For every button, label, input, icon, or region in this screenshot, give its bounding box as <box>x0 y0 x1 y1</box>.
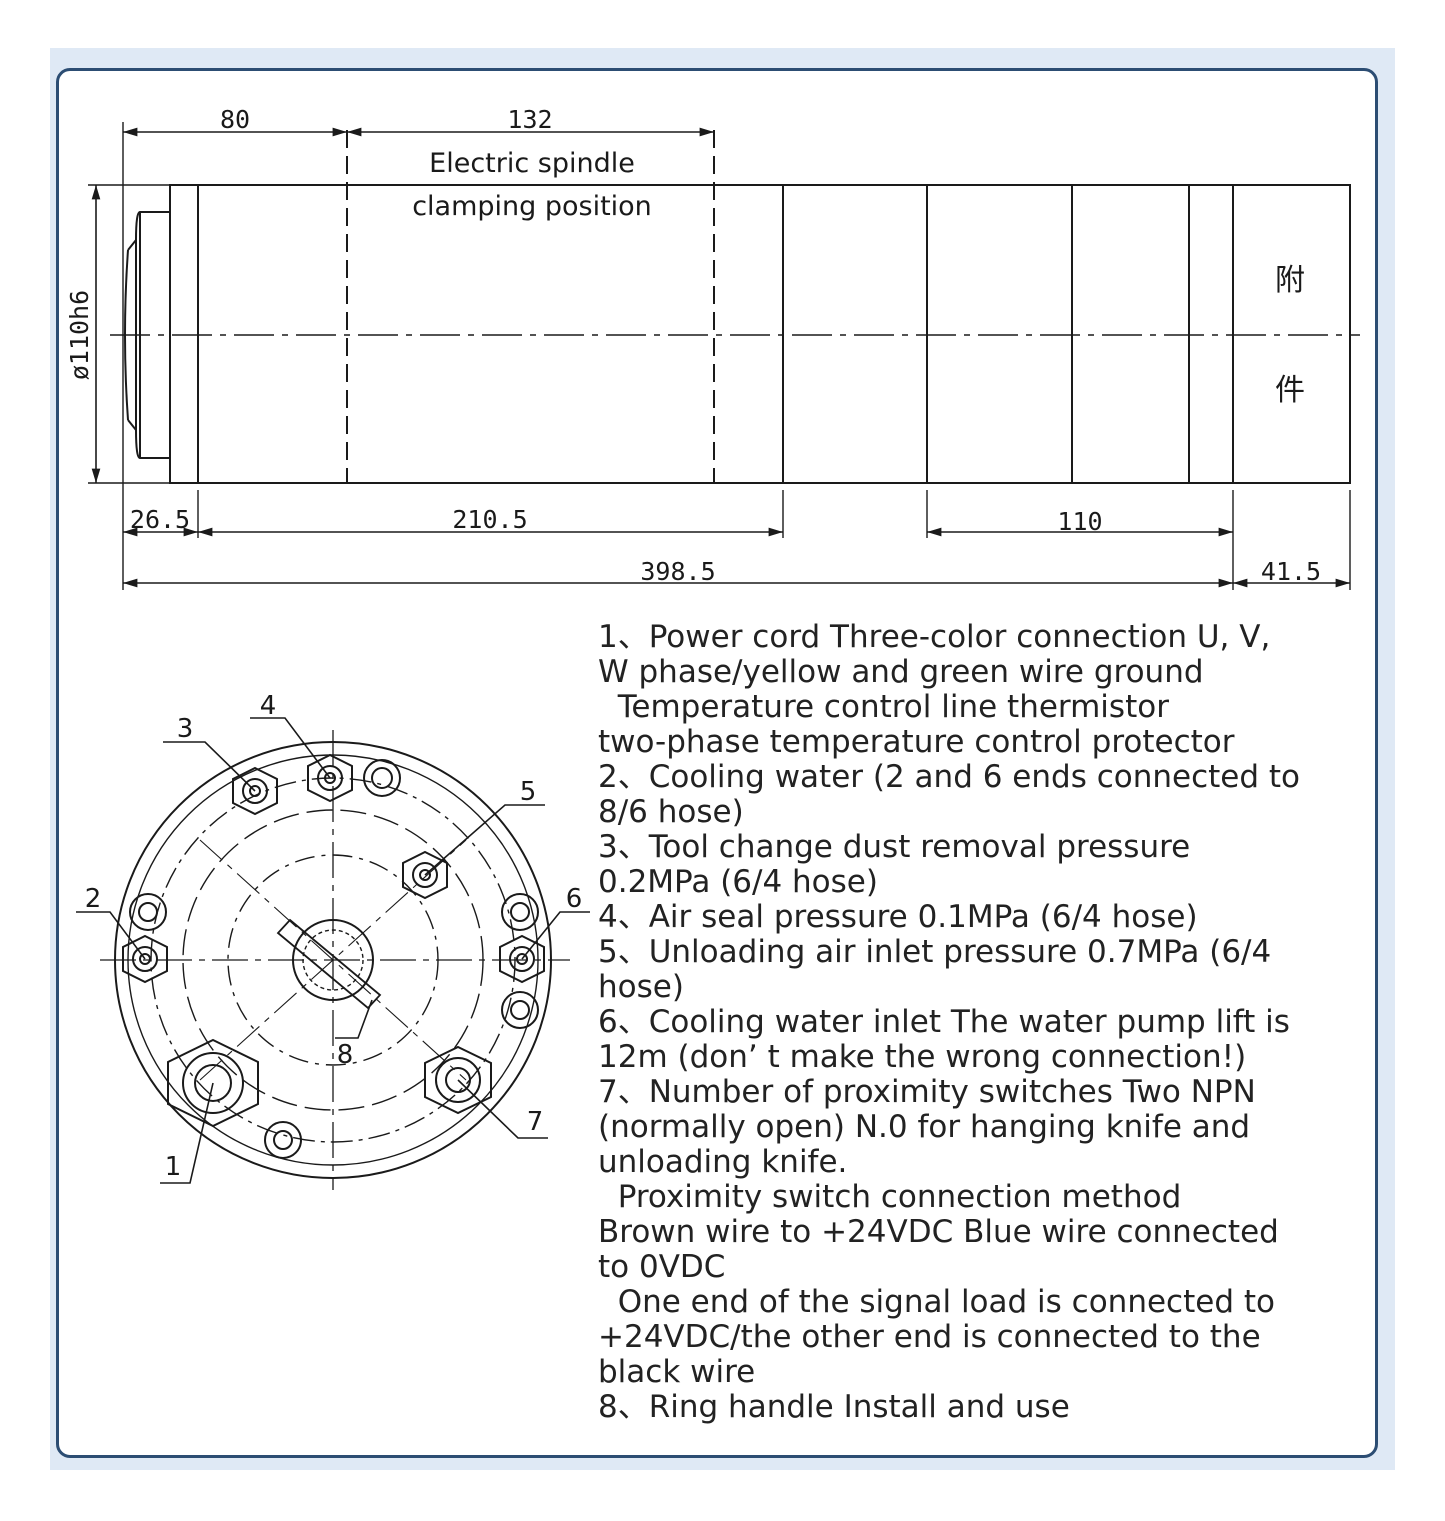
note-line: 12m (don’ t make the wrong connection!) <box>598 1039 1247 1075</box>
leader-5 <box>424 804 545 876</box>
dim-80: 80 <box>220 105 250 134</box>
note-line: W phase/yellow and green wire ground <box>598 654 1204 690</box>
port-2 <box>122 934 168 984</box>
callout-5: 5 <box>520 777 537 807</box>
leader-2 <box>76 911 146 960</box>
note-line: 7、Number of proximity switches Two NPN <box>598 1074 1256 1110</box>
dim-26-5: 26.5 <box>130 505 190 534</box>
spindle-body-outline <box>169 184 1351 484</box>
leader-8 <box>335 999 373 1039</box>
note-line: unloading knife. <box>598 1144 848 1180</box>
note-line: two-phase temperature control protector <box>598 724 1235 760</box>
port-6a <box>501 893 539 931</box>
note-line: 1、Power cord Three-color connection U, V… <box>598 619 1271 655</box>
note-line: Temperature control line thermistor <box>598 689 1169 725</box>
dim-diameter: ø110h6 <box>65 290 94 380</box>
note-line: One end of the signal load is connected … <box>598 1284 1275 1320</box>
clamp-caption-line1: Electric spindle <box>429 148 635 179</box>
callout-7: 7 <box>527 1107 544 1137</box>
end-view <box>76 717 590 1190</box>
side-view <box>88 122 1360 590</box>
note-line: black wire <box>598 1354 756 1390</box>
note-line: 2、Cooling water (2 and 6 ends connected … <box>598 759 1301 795</box>
leader-3 <box>163 741 256 792</box>
port-bottom <box>264 1121 302 1159</box>
ring-handle <box>276 918 382 1010</box>
port-2a <box>129 893 167 931</box>
port-4b <box>363 759 401 797</box>
port-6b <box>501 991 539 1029</box>
leader-4 <box>250 717 331 779</box>
port-5 <box>402 850 448 900</box>
port-6 <box>499 934 545 984</box>
note-line: (normally open) N.0 for hanging knife an… <box>598 1109 1251 1145</box>
accessory-char-1: 附 <box>1275 263 1305 298</box>
callout-6: 6 <box>566 884 583 914</box>
callout-4: 4 <box>260 691 277 721</box>
note-line: 0.2MPa (6/4 hose) <box>598 864 878 900</box>
note-line: to 0VDC <box>598 1249 726 1285</box>
note-line: Brown wire to +24VDC Blue wire connected <box>598 1214 1279 1250</box>
accessory-char-2: 件 <box>1275 373 1305 408</box>
note-line: 8/6 hose) <box>598 794 744 830</box>
dim-110: 110 <box>1057 507 1102 536</box>
callout-1: 1 <box>165 1152 182 1182</box>
callout-8: 8 <box>337 1040 354 1070</box>
dim-41-5: 41.5 <box>1261 557 1321 586</box>
callout-3: 3 <box>177 714 194 744</box>
notes-list: 1、Power cord Three-color connection U, V… <box>598 620 1368 1425</box>
leader-1 <box>160 1082 214 1184</box>
port-4 <box>307 753 353 803</box>
clamp-caption-line2: clamping position <box>412 191 652 222</box>
dim-210-5: 210.5 <box>452 505 527 534</box>
port-1 <box>167 1038 259 1128</box>
note-line: Proximity switch connection method <box>598 1179 1182 1215</box>
leader-6 <box>521 911 590 960</box>
dim-398-5: 398.5 <box>640 557 715 586</box>
note-line: 8、Ring handle Install and use <box>598 1389 1070 1425</box>
dim-132: 132 <box>507 105 552 134</box>
leader-7 <box>457 1079 548 1139</box>
port-7 <box>424 1045 492 1115</box>
port-3 <box>232 766 278 816</box>
note-line: +24VDC/the other end is connected to the <box>598 1319 1261 1355</box>
note-line: 4、Air seal pressure 0.1MPa (6/4 hose) <box>598 899 1198 935</box>
note-line: 5、Unloading air inlet pressure 0.7MPa (6… <box>598 934 1272 970</box>
callout-2: 2 <box>85 884 102 914</box>
note-line: 6、Cooling water inlet The water pump lif… <box>598 1004 1290 1040</box>
note-line: hose) <box>598 969 684 1005</box>
note-line: 3、Tool change dust removal pressure <box>598 829 1191 865</box>
